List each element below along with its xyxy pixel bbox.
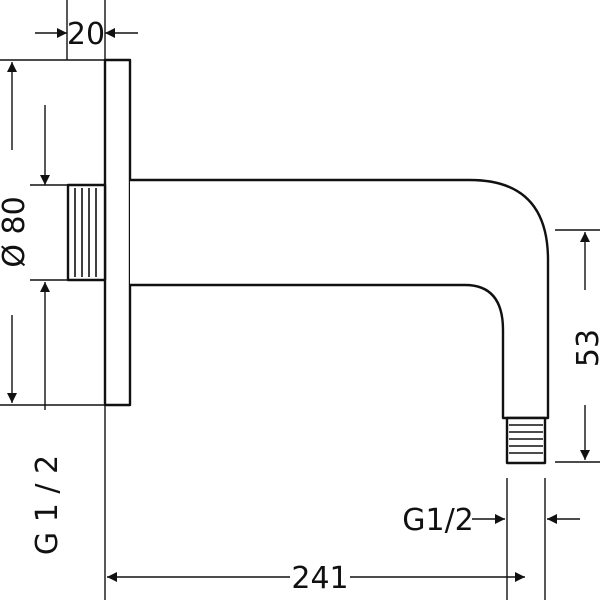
dimension-flange-diameter: Ø 80 (0, 59, 105, 406)
total-projection-label: 241 (291, 561, 348, 596)
shower-arm (130, 178, 550, 420)
flange-thickness-label: 20 (67, 17, 105, 52)
dimension-outlet-drop: 53 (555, 229, 600, 463)
wall-thread-label: G 1 / 2 (30, 455, 65, 555)
dimension-wall-thread: G 1 / 2 (30, 105, 68, 555)
outlet-drop-label: 53 (571, 329, 600, 367)
dimension-total-projection: 241 (104, 405, 525, 600)
wall-thread-nipple (66, 183, 107, 282)
flange-diameter-label: Ø 80 (0, 196, 32, 267)
outlet-thread-label: G1/2 (402, 503, 474, 538)
dimension-outlet-thread: G1/2 (402, 478, 580, 600)
outlet-thread (505, 416, 547, 465)
wall-flange (103, 58, 132, 407)
dimension-flange-thickness: 20 (35, 0, 138, 60)
